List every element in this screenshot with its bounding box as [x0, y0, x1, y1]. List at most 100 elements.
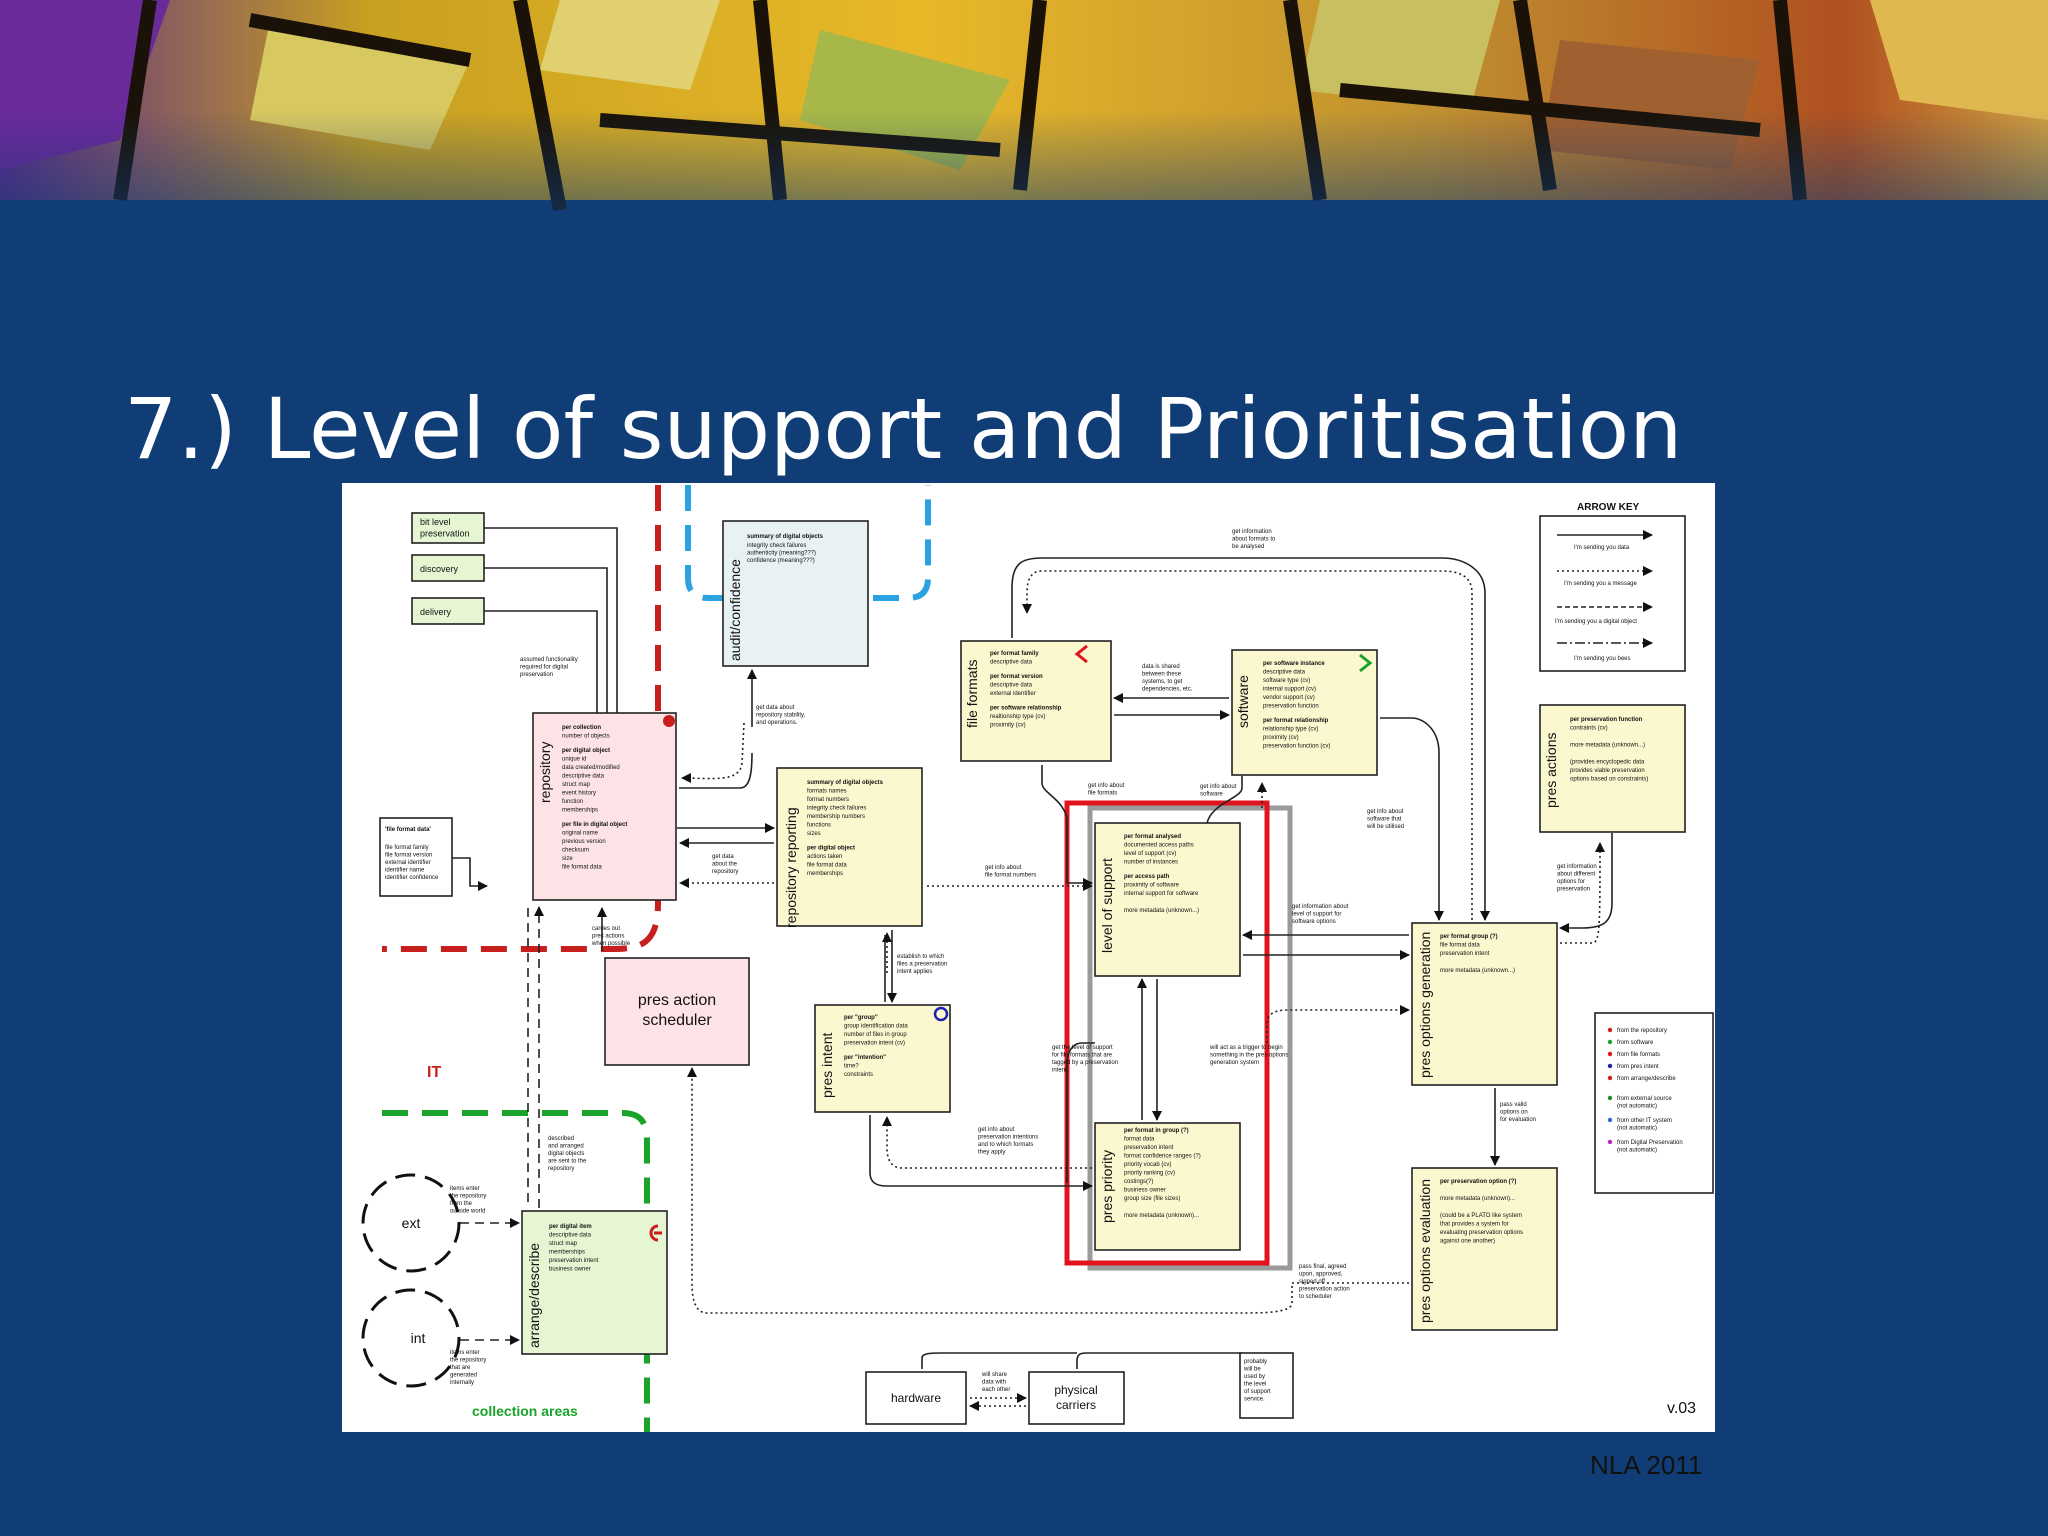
svg-text:file formats: file formats — [964, 660, 980, 728]
svg-text:repository: repository — [537, 742, 553, 803]
symbol-key-marker — [1607, 1139, 1613, 1145]
symbol-key-label: from external source(not automatic) — [1617, 1096, 1672, 1110]
section-heading: per software relationship — [990, 706, 1062, 712]
svg-text:int: int — [411, 1330, 426, 1346]
section-line: descriptive data — [990, 683, 1033, 689]
symbol-key-marker — [1607, 1027, 1613, 1033]
arrow-key-legend: ARROW KEY I'm sending you data I'm sendi… — [1539, 502, 1686, 672]
it-boundary-line — [382, 485, 661, 952]
external-source-circle: ext — [361, 1173, 461, 1273]
arrange-describe-box: arrange/describe per digital itemdescrip… — [521, 1210, 668, 1355]
svg-text:ARROW KEY: ARROW KEY — [1577, 502, 1640, 513]
section-line: preservation function — [1263, 704, 1319, 710]
svg-text:pres actions: pres actions — [1543, 733, 1559, 808]
section-line: level of support (cv) — [1124, 851, 1176, 857]
section-line: descriptive data — [562, 774, 605, 780]
section-line: file format data — [1440, 943, 1480, 949]
section-heading: summary of digital objects — [807, 780, 884, 786]
section-heading: per access path — [1124, 874, 1170, 880]
symbol-key-marker — [1607, 1117, 1613, 1123]
software-chevron-icon — [1359, 653, 1373, 673]
section-line: priority vocab (cv) — [1124, 1162, 1171, 1168]
pres-actions-box: pres actions per preservation functionco… — [1539, 704, 1686, 833]
collection-boundary-line — [382, 1110, 650, 1432]
section-line: (provides encyclopedic data — [1570, 760, 1645, 766]
section-line: internal support for software — [1124, 891, 1199, 897]
symbol-key-marker — [1607, 1051, 1613, 1057]
section-line: provides viable preservation — [1570, 768, 1645, 774]
section-line: descriptive data — [549, 1233, 592, 1239]
section-heading: per preservation option (?) — [1440, 1179, 1516, 1185]
pres-options-generation-box: pres options generation per format group… — [1411, 922, 1558, 1086]
section-line: contraints (cv) — [1570, 726, 1608, 732]
section-heading: per digital object — [562, 748, 610, 754]
footer-credit: NLA 2011 — [1590, 1450, 1703, 1480]
symbol-key-marker — [1607, 1075, 1613, 1081]
svg-text:I'm sending you bees: I'm sending you bees — [1574, 656, 1631, 662]
section-heading: per format in group (?) — [1124, 1128, 1189, 1134]
version-label: v.03 — [1667, 1400, 1696, 1417]
section-line: integrity check failures — [807, 806, 866, 812]
svg-text:software: software — [1235, 675, 1251, 728]
section-line: group identification data — [844, 1024, 908, 1030]
section-line: descriptive data — [1263, 670, 1306, 676]
section-line: preservation intent (cv) — [844, 1041, 905, 1047]
section-line: format confidence ranges (?) — [1124, 1154, 1201, 1160]
svg-text:I'm sending you a message: I'm sending you a message — [1564, 581, 1638, 587]
service-label: delivery — [420, 607, 452, 617]
svg-text:'file format data': 'file format data' — [385, 827, 431, 833]
section-line: relationship type (cv) — [1263, 727, 1318, 733]
audit-confidence-box: audit/confidence summary of digital obje… — [722, 520, 869, 667]
section-line: evaluating preservation options — [1440, 1230, 1523, 1236]
section-heading: per format analysed — [1124, 834, 1181, 840]
section-line: memberships — [562, 808, 598, 814]
section-line: proximity (cv) — [990, 723, 1026, 729]
section-line: proximity (cv) — [1263, 735, 1299, 741]
section-line: event history — [562, 791, 596, 797]
section-line: options based on constraints) — [1570, 777, 1648, 783]
file-formats-box: file formats per format familydescriptiv… — [960, 640, 1112, 762]
svg-text:I'm sending you a digital obje: I'm sending you a digital object — [1555, 619, 1637, 625]
section-line: sizes — [807, 831, 821, 837]
svg-text:I'm sending you data: I'm sending you data — [1574, 545, 1630, 551]
section-line: unique id — [562, 757, 586, 763]
symbol-key-marker — [1607, 1063, 1613, 1069]
software-box: software per software instancedescriptiv… — [1231, 649, 1378, 776]
section-line: previous version — [562, 839, 606, 845]
section-line: struct map — [562, 782, 591, 788]
section-heading: per file in digital object — [562, 822, 627, 828]
section-line: format numbers — [807, 797, 849, 803]
section-heading: per format version — [990, 674, 1043, 680]
section-line: function — [562, 799, 583, 805]
section-line: struct map — [549, 1241, 578, 1247]
section-line: number of instances — [1124, 860, 1178, 866]
internal-source-circle: int — [361, 1288, 461, 1388]
svg-text:pres intent: pres intent — [819, 1033, 835, 1098]
section-heading: per collection — [562, 725, 601, 731]
level-of-support-box: level of support per format analyseddocu… — [1094, 822, 1241, 977]
section-line: more metadata (unknown)... — [1124, 1213, 1199, 1219]
section-line: documented access paths — [1124, 843, 1194, 849]
service-delivery: delivery — [411, 597, 485, 625]
section-line: functions — [807, 823, 831, 829]
section-line: business owner — [549, 1267, 591, 1273]
